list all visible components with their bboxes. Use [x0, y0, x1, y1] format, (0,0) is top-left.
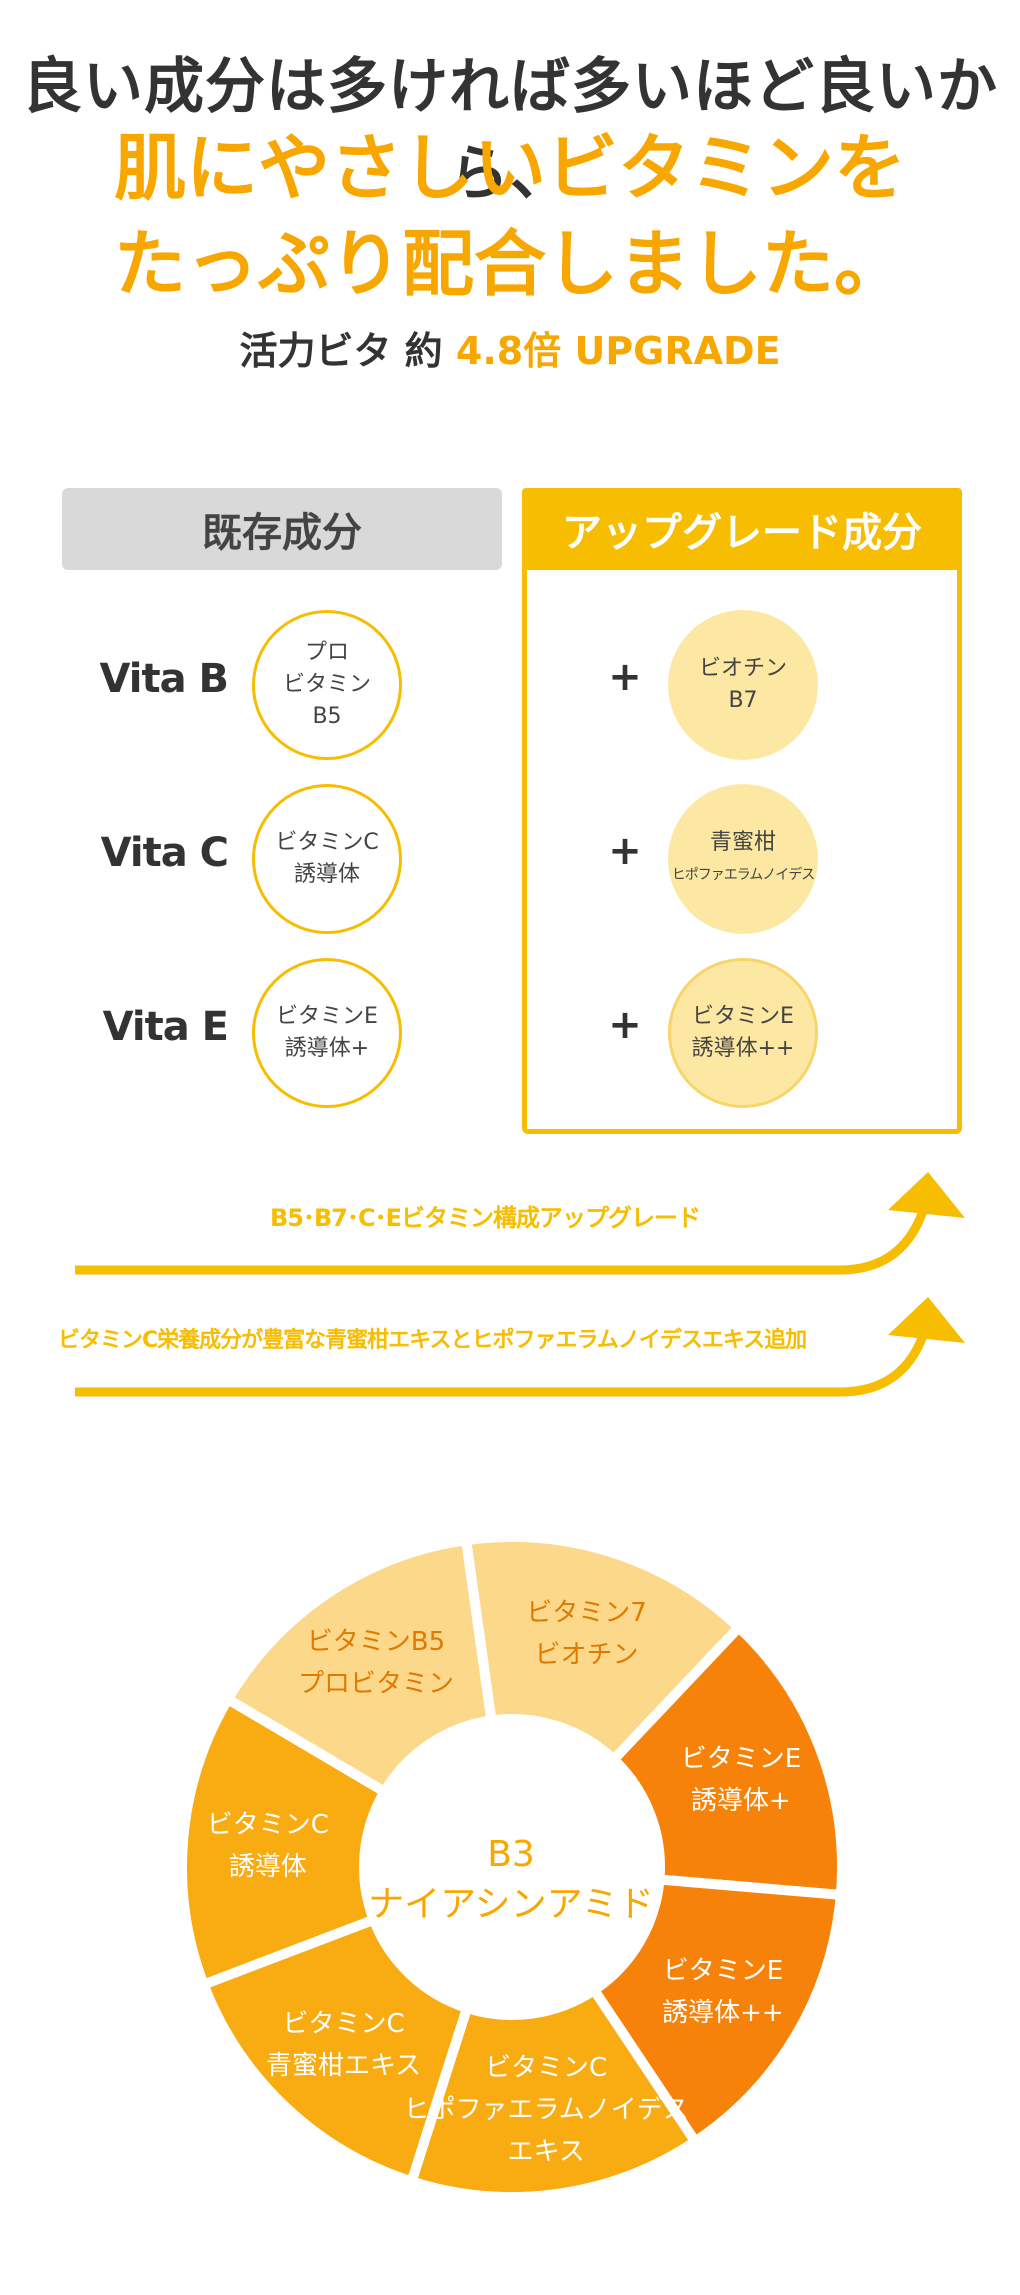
segment-label-line: 誘導体 — [228, 1852, 307, 1883]
segment-label-line: 誘導体++ — [662, 1997, 784, 2028]
segment-label-line: ヒポファエラムノイデス — [403, 2094, 689, 2125]
donut-segment-label: ビタミンE 誘導体+ — [681, 1738, 801, 1822]
donut-segment-label: ビタミン7 ビオチン — [526, 1592, 647, 1676]
segment-label-line: 青蜜柑エキス — [265, 2050, 422, 2081]
segment-label-line: ビタミンB5 — [306, 1627, 446, 1658]
arrow-curve — [75, 1203, 930, 1275]
segment-label-line: ビタミンC — [206, 1810, 329, 1841]
old-ingredient-circle: ビタミンC 誘導体 — [252, 784, 402, 934]
new-ingredient-circle: 青蜜柑 ヒポファエラムノイデス — [668, 784, 818, 934]
circle-text: ビタミン — [282, 672, 371, 697]
donut-segment-label: ビタミンC 誘導体 — [207, 1804, 329, 1888]
existing-ingredients-header: 既存成分 — [62, 488, 502, 570]
subtitle-prefix: 活力ビタ 約 — [239, 329, 456, 373]
arrow-head-icon — [888, 1172, 965, 1218]
donut-segment — [606, 1620, 847, 1901]
segment-label-line: 誘導体+ — [691, 1785, 791, 1816]
donut-center-label: B3 ナイアシンアミド — [368, 1830, 654, 1930]
plus-sign: + — [608, 654, 642, 700]
arrow-label-1: B5･B7･C･Eビタミン構成アップグレード — [270, 1204, 701, 1232]
plus-sign: + — [608, 828, 642, 874]
segment-label-line: ビタミン7 — [526, 1597, 647, 1628]
subtitle-highlight: 4.8倍 UPGRADE — [455, 329, 781, 373]
circle-text: ビタミンE — [276, 1004, 378, 1029]
center-label-line: ナイアシンアミド — [368, 1884, 654, 1925]
circle-text: ビタミンC — [275, 830, 379, 855]
upgrade-arrows-graphic — [75, 1172, 965, 1397]
circle-text: 青蜜柑 — [709, 830, 776, 855]
donut-segment — [405, 1983, 703, 2202]
center-label-line: B3 — [487, 1834, 535, 1875]
segment-label-line: ビタミンC — [485, 2052, 608, 2083]
new-ingredient-circle: ビタミンE 誘導体++ — [668, 958, 818, 1108]
circle-text: プロ — [304, 640, 349, 665]
segment-label-line: プロビタミン — [297, 1669, 455, 1700]
arrow-head-icon — [888, 1297, 965, 1343]
upgrade-subtitle: 活力ビタ 約 4.8倍 UPGRADE — [0, 320, 1020, 375]
segment-label-line: ビオチン — [534, 1639, 639, 1670]
headline-line3: たっぷり配合しました。 — [113, 222, 906, 306]
headline-line1: 良い成分は多ければ多いほど良いから、 — [22, 52, 998, 209]
vita-b-label: Vita B — [99, 656, 230, 702]
donut-segment — [197, 1913, 474, 2188]
arrow-curve — [75, 1328, 930, 1397]
circle-text: 誘導体+ — [284, 1036, 370, 1061]
circle-text: B7 — [728, 688, 758, 713]
donut-segment — [460, 1532, 746, 1767]
donut-segment-label: ビタミンB5 プロビタミン — [298, 1621, 454, 1705]
headline-highlight: 肌にやさしいビタミンを たっぷり配合しました。 — [0, 120, 1020, 312]
vita-c-label: Vita C — [100, 830, 229, 876]
plus-sign: + — [608, 1002, 642, 1048]
vitamin-donut-chart — [177, 1532, 847, 2202]
circle-text: ビタミンE — [692, 1004, 794, 1029]
segment-label-line: ビタミンC — [282, 2008, 405, 2039]
headline-line2: 肌にやさしいビタミンを — [113, 126, 906, 210]
donut-segment-label: ビタミンC 青蜜柑エキス — [266, 2003, 421, 2087]
old-ingredient-circle: プロ ビタミン B5 — [252, 610, 402, 760]
new-ingredient-circle: ビオチン B7 — [668, 610, 818, 760]
circle-text: 誘導体 — [293, 862, 360, 887]
circle-text: ビオチン — [698, 656, 787, 681]
segment-label-line: エキス — [507, 2136, 585, 2167]
arrow-label-2: ビタミンC栄養成分が豊富な青蜜柑エキスとヒポファエラムノイデスエキス追加 — [58, 1328, 807, 1353]
circle-text-small: ヒポファエラムノイデス — [671, 867, 816, 883]
segment-label-line: ビタミンE — [662, 1955, 784, 1986]
old-ingredient-circle: ビタミンE 誘導体+ — [252, 958, 402, 1108]
segment-label-line: ビタミンE — [680, 1743, 802, 1774]
circle-text: 誘導体++ — [691, 1036, 795, 1061]
vita-e-label: Vita E — [102, 1004, 229, 1050]
donut-segment — [221, 1534, 498, 1799]
upgrade-ingredients-header: アップグレード成分 — [522, 488, 962, 570]
donut-segment — [177, 1692, 392, 1991]
donut-segment-label: ビタミンC ヒポファエラムノイデスエキス — [403, 2047, 688, 2173]
circle-text: B5 — [312, 704, 342, 729]
donut-hole — [368, 1723, 656, 2011]
donut-segment-label: ビタミンE 誘導体++ — [662, 1950, 784, 2034]
